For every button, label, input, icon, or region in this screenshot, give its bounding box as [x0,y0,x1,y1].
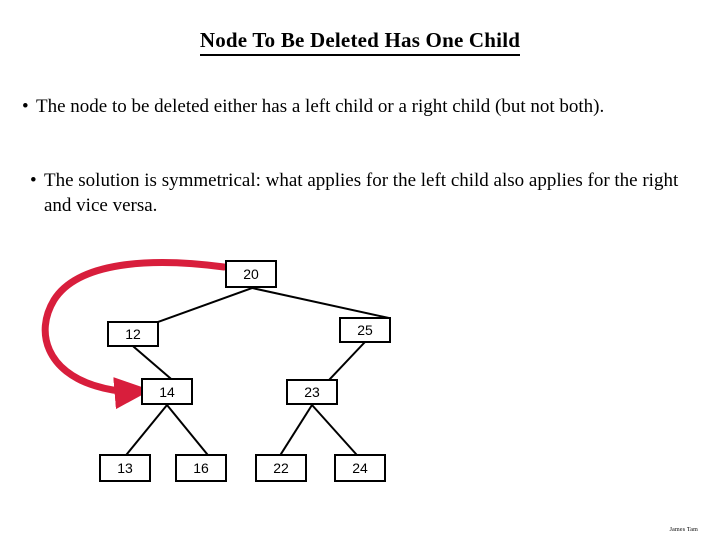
tree-node-14: 14 [141,378,193,405]
tree-node-label: 25 [357,322,373,338]
tree-edge-12-14 [132,345,172,380]
tree-node-16: 16 [175,454,227,482]
tree-node-13: 13 [99,454,151,482]
bullet-marker: • [22,96,29,117]
tree-node-24: 24 [334,454,386,482]
tree-node-label: 20 [243,266,259,282]
tree-edge-20-25 [250,286,391,320]
page-title-text: Node To Be Deleted Has One Child [199,28,521,56]
tree-node-label: 13 [117,460,133,476]
tree-node-label: 22 [273,460,289,476]
tree-edge-14-16 [165,403,209,456]
tree-node-22: 22 [255,454,307,482]
tree-node-25: 25 [339,317,391,343]
tree-node-label: 24 [352,460,368,476]
tree-node-label: 23 [304,384,320,400]
tree-node-20: 20 [225,260,277,288]
tree-node-label: 14 [159,383,175,400]
bullet-marker: • [30,170,37,191]
tree-edge-23-24 [310,403,358,456]
tree-node-label: 16 [193,460,209,476]
tree-edge-23-22 [279,403,314,456]
tree-edge-25-23 [328,341,366,381]
slide-footer-attribution: James Tam [669,527,698,533]
tree-node-12: 12 [107,321,159,347]
tree-edge-14-13 [125,403,169,456]
tree-edge-20-12 [156,286,254,324]
bullet-item-1: • The node to be deleted either has a le… [22,94,692,119]
bullet-text: The node to be deleted either has a left… [36,96,605,117]
tree-node-label: 12 [125,326,141,342]
tree-node-23: 23 [286,379,338,405]
bullet-text: The solution is symmetrical: what applie… [44,170,679,216]
tree-edges [125,286,391,456]
bullet-item-2: • The solution is symmetrical: what appl… [30,168,690,218]
page-title: Node To Be Deleted Has One Child [0,28,720,56]
